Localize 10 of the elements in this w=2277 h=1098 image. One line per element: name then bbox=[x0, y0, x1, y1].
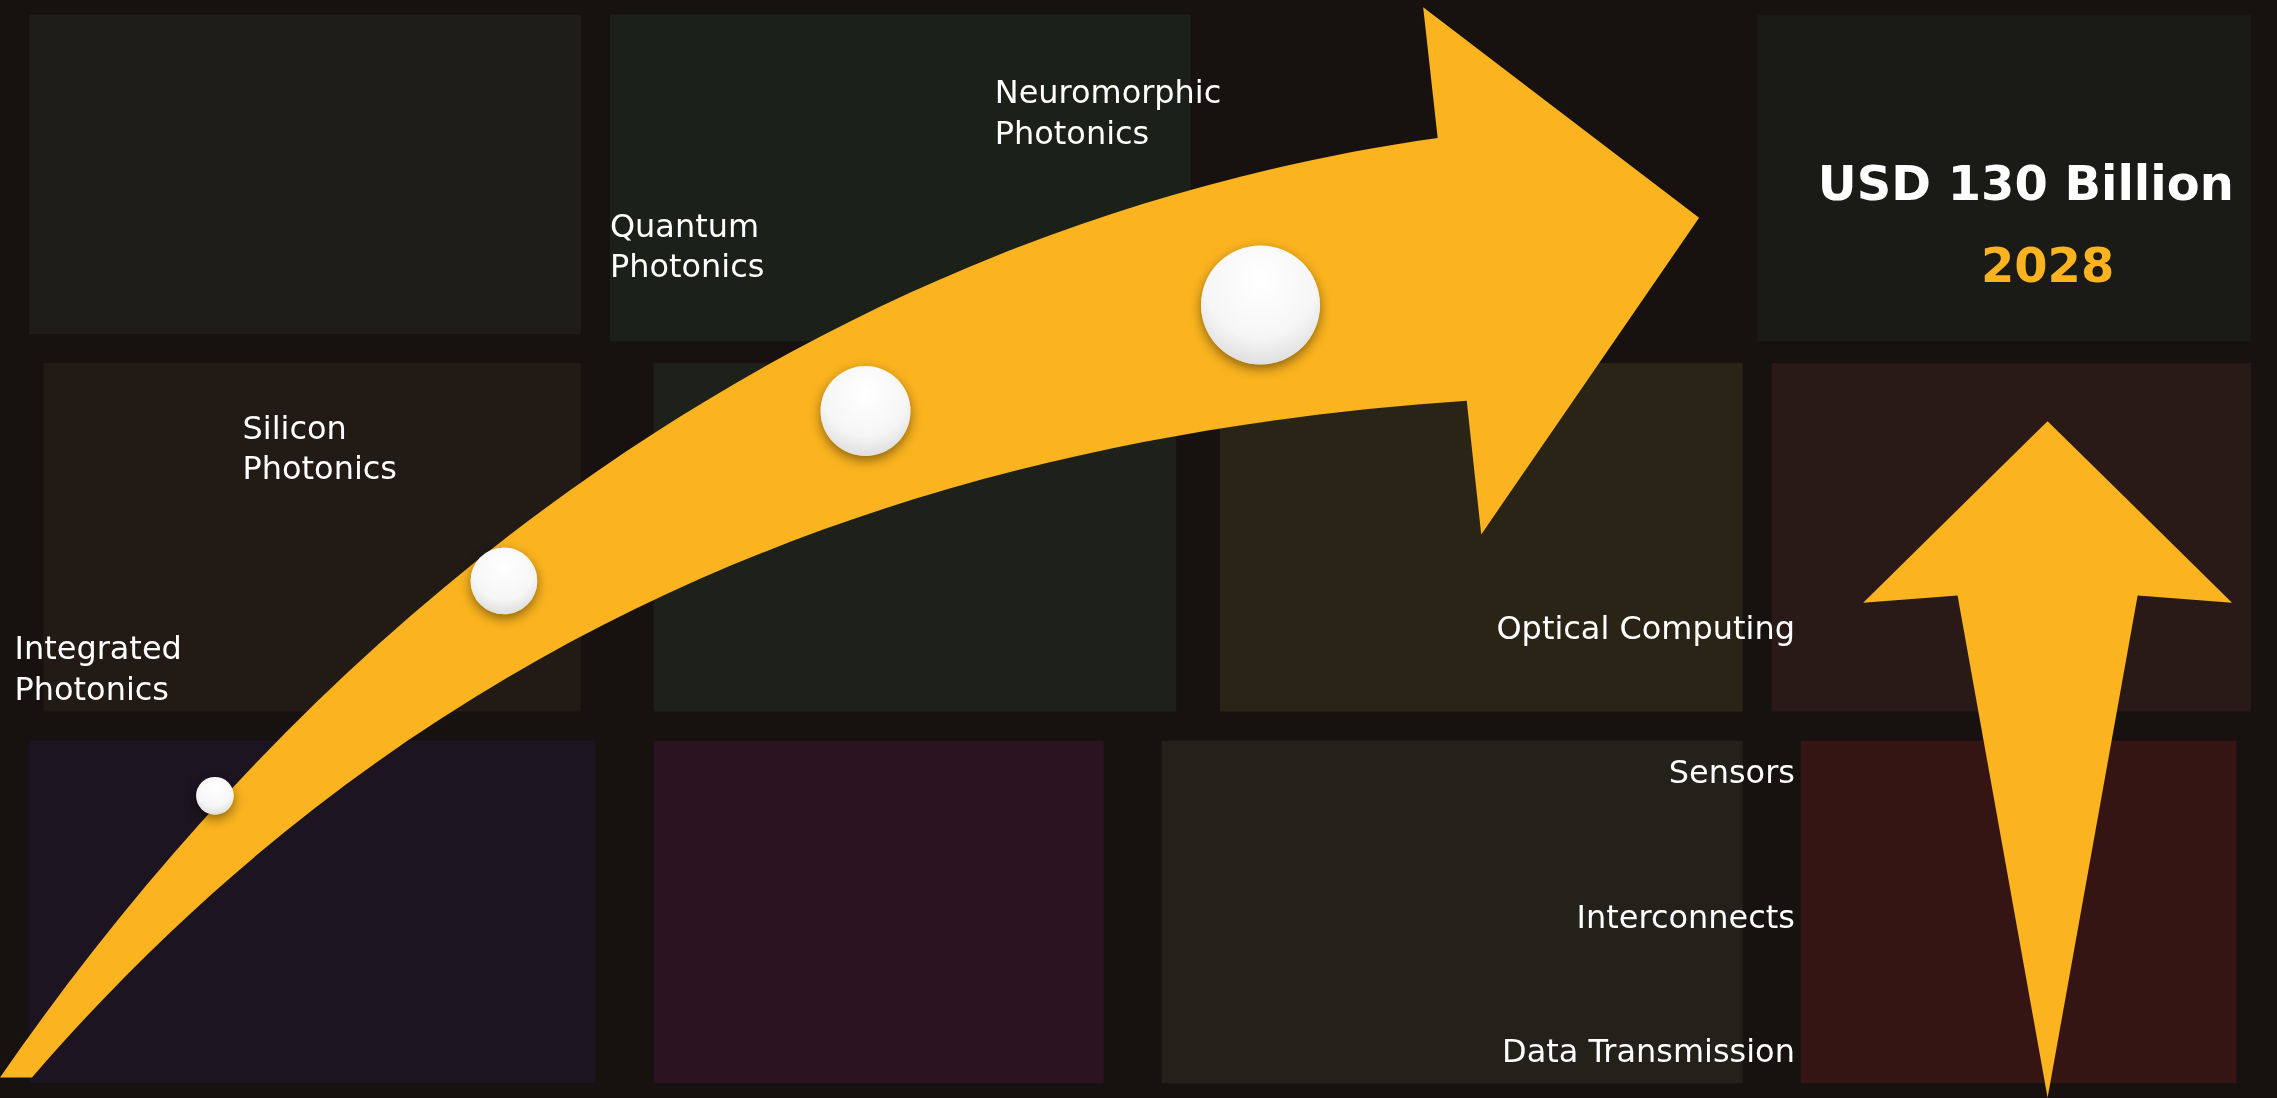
application-label: Interconnects bbox=[1576, 897, 1795, 938]
stage-label: Neuromorphic Photonics bbox=[994, 73, 1223, 154]
application-label: Optical Computing bbox=[1496, 608, 1795, 649]
market-value: USD 130 Billion bbox=[1816, 154, 2235, 214]
application-label: Sensors bbox=[1668, 752, 1795, 792]
stage-label: Quantum Photonics bbox=[609, 206, 766, 287]
application-label: Data Transmission bbox=[1502, 1031, 1795, 1071]
stage-label: Integrated Photonics bbox=[14, 629, 183, 710]
stage-label: Silicon Photonics bbox=[242, 408, 398, 489]
year-label: 2028 bbox=[1979, 235, 2116, 295]
